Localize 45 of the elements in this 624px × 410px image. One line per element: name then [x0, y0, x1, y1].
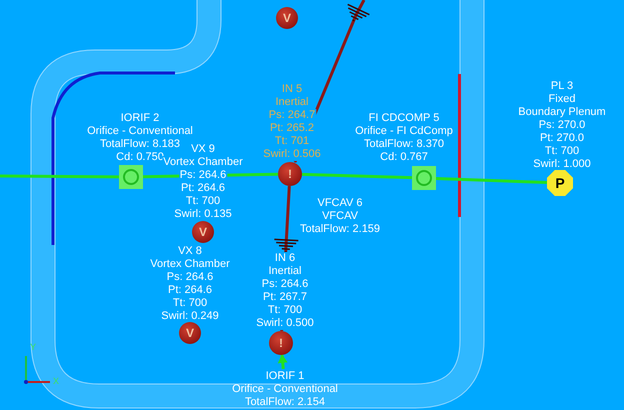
flow-connector	[0, 174, 120, 178]
node-caption: Fixed	[548, 93, 576, 106]
node-caption: IN 6	[274, 252, 296, 265]
node-caption: Tt: 701	[274, 135, 310, 148]
node-caption: Pt: 270.0	[538, 132, 586, 145]
flow-connector	[302, 172, 412, 180]
node-caption: Tt: 700	[544, 145, 580, 158]
node-caption: Ps: 264.6	[260, 278, 310, 291]
node-caption: Swirl: 0.249	[160, 310, 220, 323]
node-caption: IORIF 2	[120, 112, 160, 125]
node-caption: Cd: 0.750	[115, 151, 164, 163]
orifice-symbol	[119, 165, 143, 189]
node-caption: Ps: 264.6	[166, 271, 214, 284]
node-caption: TotalFlow: 8.183	[98, 138, 182, 151]
node-caption: Ps: 270.0	[538, 119, 586, 132]
node-caption: Vortex Chamber	[149, 258, 231, 271]
node-caption: Pt: 264.6	[166, 284, 214, 297]
node-caption: Tt: 700	[172, 297, 208, 310]
node-caption: PL 3	[550, 80, 574, 93]
node-caption: VX 8	[177, 245, 203, 258]
node-caption: Pt: 265.2	[268, 122, 316, 135]
node-caption: Boundary Plenum	[517, 106, 607, 119]
node-caption: Orifice - Conventional	[231, 382, 339, 396]
node-caption: Ps: 264.7	[268, 109, 316, 122]
node-caption: TotalFlow: 8.370	[362, 138, 446, 151]
node-caption: VFCAV 6	[316, 196, 364, 210]
node-caption: Swirl: 1.000	[532, 158, 592, 171]
node-caption: TotalFlow: 2.154	[244, 396, 326, 408]
orifice-symbol	[412, 166, 436, 190]
node-caption: Inertial	[267, 265, 302, 278]
node-caption: Orifice - Conventional	[86, 125, 194, 138]
node-caption: FI CDCOMP 5	[368, 112, 440, 125]
node-caption: VFCAV	[321, 210, 359, 222]
node-caption: TotalFlow: 2.159	[298, 222, 382, 236]
axis-label: X	[53, 376, 60, 386]
node-caption: IORIF 1	[264, 370, 306, 382]
node-caption: Swirl: 0.506	[262, 148, 322, 161]
node-caption: Cd: 0.767	[379, 151, 429, 164]
node-caption: Pt: 267.7	[262, 291, 308, 304]
flow-connector	[278, 354, 288, 370]
plenum-symbol: P	[547, 170, 573, 196]
node-caption: Orifice - FI CdComp	[354, 125, 454, 138]
node-caption: Tt: 700	[266, 304, 304, 317]
node-caption: Swirl: 0.500	[255, 317, 315, 330]
flow-connector	[436, 176, 548, 184]
